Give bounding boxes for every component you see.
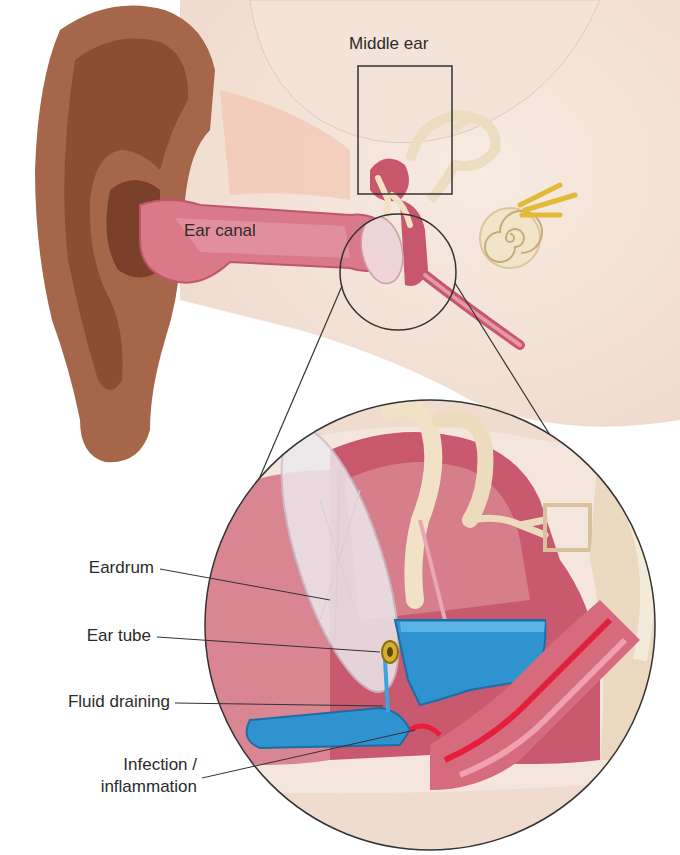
semicircular-canals	[410, 115, 496, 200]
oval-window	[545, 505, 590, 550]
part-label: Ear tube	[20, 625, 151, 647]
cochlea-spiral	[485, 211, 542, 262]
stapes	[470, 518, 545, 535]
eardrum-small	[355, 213, 408, 288]
leader-line	[175, 703, 383, 706]
ear-canal	[140, 200, 390, 283]
canal-lining	[175, 218, 350, 258]
nerve-zoom	[600, 450, 655, 480]
part-label: Infection / inflammation	[60, 754, 197, 798]
tube-lining	[460, 640, 625, 775]
bone-bottom	[200, 780, 660, 855]
auditory-nerve	[520, 185, 575, 215]
magnify-circle	[205, 400, 655, 850]
ear-tube-hole	[387, 647, 393, 657]
incus	[440, 418, 485, 520]
region-label: Middle ear	[349, 33, 469, 55]
leader-line	[157, 637, 380, 652]
fluid-drip	[385, 660, 388, 712]
part-label: Eardrum	[20, 557, 154, 579]
canal-loop	[455, 119, 490, 130]
fluid-surface	[400, 622, 545, 632]
bone-tissue	[220, 90, 350, 200]
magnified-ground	[200, 395, 660, 855]
middle-ear-bracket	[358, 66, 452, 194]
part-label: Fluid draining	[4, 691, 170, 713]
malleus	[390, 408, 433, 601]
ear-tube	[382, 641, 398, 663]
eardrum-fibres	[320, 470, 360, 640]
eardrum	[257, 416, 422, 704]
fluid-drained	[247, 708, 410, 748]
zoom-circle	[340, 214, 456, 330]
inner-ear-bone	[590, 420, 660, 760]
leader-line	[160, 569, 330, 600]
part-label: Ear canal	[184, 220, 294, 242]
leader-line	[202, 730, 415, 778]
